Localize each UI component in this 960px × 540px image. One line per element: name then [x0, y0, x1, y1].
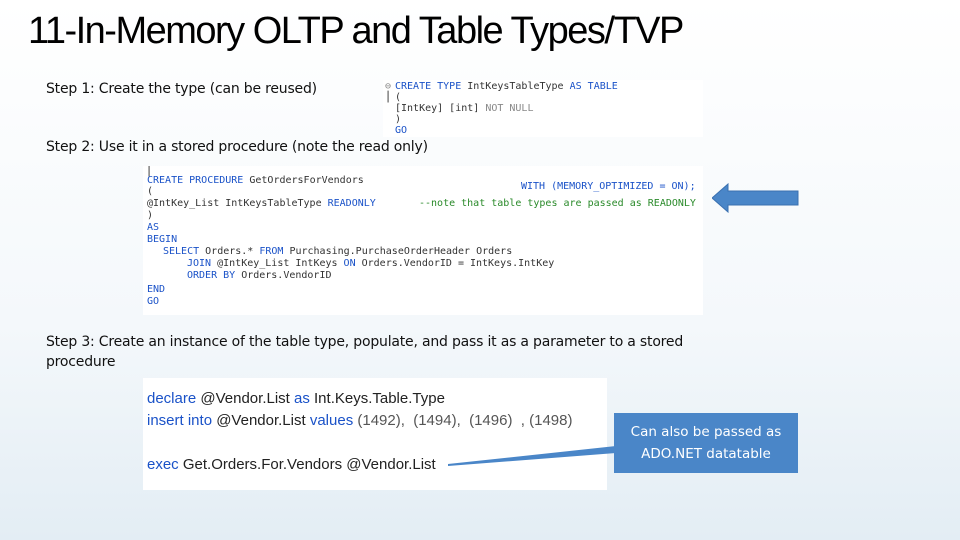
code-line: )	[147, 210, 154, 221]
code-token: IntKeysTableType	[467, 81, 570, 92]
code-line: END	[147, 284, 166, 295]
code-line: GO	[147, 296, 160, 307]
code-token: declare	[147, 390, 201, 407]
code-token: Purchasing.PurchaseOrderHeader Orders	[289, 246, 513, 257]
code-line: CREATE PROCEDURE GetOrdersForVendors	[147, 175, 364, 186]
code-token: insert into	[147, 412, 217, 429]
code-line: insert into @Vendor.List values (1492), …	[147, 412, 572, 429]
code-token: @Vendor.List	[200, 390, 294, 407]
code-line: AS	[147, 222, 160, 233]
code-token: [IntKey] [int]	[395, 103, 486, 114]
code-token: @IntKey_List IntKeys	[217, 258, 344, 269]
code-token: Int.Keys.Table.Type	[314, 390, 445, 407]
slide-title: 11-In-Memory OLTP and Table Types/TVP	[28, 10, 684, 52]
code-line: @IntKey_List IntKeysTableType READONLY	[147, 198, 376, 209]
left-arrow-icon	[712, 183, 799, 213]
callout-text-line: Can also be passed as	[630, 424, 782, 440]
code-token: CREATE TYPE	[395, 81, 468, 92]
code-line: exec Get.Orders.For.Vendors @Vendor.List	[147, 456, 436, 473]
code-token: values	[309, 412, 358, 429]
code-token: ON	[343, 258, 362, 269]
code-token: GetOrdersForVendors	[249, 175, 364, 186]
table-type-usage-code-screenshot: declare @Vendor.List as Int.Keys.Table.T…	[143, 378, 607, 490]
code-token: NOT NULL	[485, 103, 534, 114]
code-token: as	[294, 390, 315, 407]
code-token: (1492), (1494), (1496) , (1498)	[357, 412, 573, 429]
step1-label: Step 1: Create the type (can be reused)	[46, 81, 317, 97]
code-line: )	[395, 114, 402, 125]
code-token: @Vendor.List	[216, 412, 310, 429]
code-token: Orders.VendorID = IntKeys.IntKey	[361, 258, 555, 269]
callout-text-line: ADO.NET datatable	[641, 446, 771, 462]
gutter-collapse-icon: ⊖	[385, 81, 392, 92]
code-line: SELECT Orders.* FROM Purchasing.Purchase…	[163, 246, 512, 257]
code-line: declare @Vendor.List as Int.Keys.Table.T…	[147, 390, 445, 407]
code-token: Orders.*	[205, 246, 260, 257]
gutter-bar: ┃	[146, 166, 153, 177]
code-token: CREATE PROCEDURE	[147, 175, 250, 186]
code-line: (	[147, 186, 154, 197]
code-token: Get.Orders.For.Vendors	[182, 456, 347, 473]
code-token: @Vendor.List	[346, 456, 436, 473]
code-line: CREATE TYPE IntKeysTableType AS TABLE	[395, 81, 618, 92]
code-line: (	[395, 92, 402, 103]
ado-net-callout: Can also be passed as ADO.NET datatable	[614, 413, 798, 473]
code-token: @IntKey_List IntKeysTableType	[147, 198, 328, 209]
code-token: FROM	[259, 246, 290, 257]
code-token: exec	[147, 456, 183, 473]
code-token: SELECT	[163, 246, 206, 257]
code-comment: --note that table types are passed as RE…	[419, 198, 696, 209]
code-line: GO	[395, 125, 408, 136]
code-token: Orders.VendorID	[241, 270, 332, 281]
code-line: ORDER BY Orders.VendorID	[187, 270, 332, 281]
create-type-code-screenshot: ⊖ CREATE TYPE IntKeysTableType AS TABLE …	[383, 80, 703, 137]
code-token: READONLY	[327, 198, 376, 209]
code-line: BEGIN	[147, 234, 178, 245]
code-token: AS TABLE	[569, 81, 618, 92]
code-token: ORDER BY	[187, 270, 242, 281]
gutter-bar: ┃	[385, 92, 392, 103]
code-line: [IntKey] [int] NOT NULL	[395, 103, 533, 114]
step3-label-line2: procedure	[46, 354, 116, 370]
with-memory-optimized-snippet: WITH (MEMORY_OPTIMIZED = ON);	[521, 181, 696, 192]
step2-label: Step 2: Use it in a stored procedure (no…	[46, 139, 428, 155]
stored-procedure-code-screenshot: ┃ CREATE PROCEDURE GetOrdersForVendors (…	[143, 166, 703, 315]
code-line: JOIN @IntKey_List IntKeys ON Orders.Vend…	[187, 258, 554, 269]
code-token: JOIN	[187, 258, 218, 269]
step3-label-line1: Step 3: Create an instance of the table …	[46, 334, 684, 350]
